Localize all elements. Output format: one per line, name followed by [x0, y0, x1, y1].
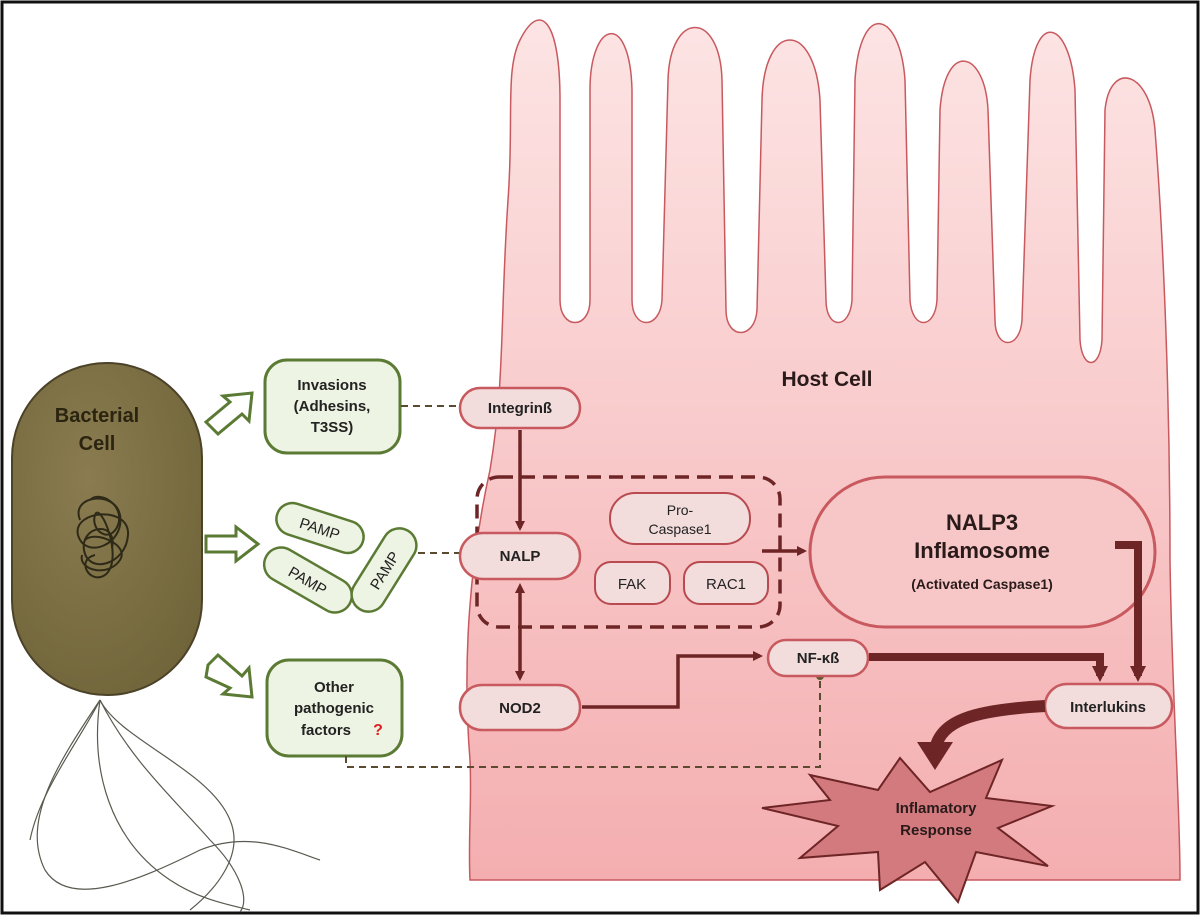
dna-tangle-icon — [76, 495, 130, 579]
invasions-label-2: (Adhesins, — [294, 398, 371, 415]
bacterial-cell-label-2: Cell — [79, 433, 116, 455]
rac1-label: RAC1 — [706, 576, 746, 593]
arrow-interleukins-to-response — [929, 700, 1046, 752]
invasions-label-3: T3SS) — [311, 419, 354, 436]
other-factors-label-3: factors — [301, 722, 351, 739]
other-factors-label-2: pathogenic — [294, 700, 374, 717]
nalp-label: NALP — [500, 548, 541, 565]
host-cell — [466, 19, 1181, 881]
question-mark: ? — [373, 722, 383, 739]
nfkb-node — [766, 638, 870, 678]
integrin-node — [458, 386, 582, 430]
arrow-to-pamp — [204, 523, 261, 565]
inflammatory-response-burst — [761, 756, 1056, 904]
arrow-to-other — [204, 652, 254, 699]
fak-label: FAK — [618, 576, 646, 593]
bacterial-cell-label-1: Bacterial — [55, 405, 140, 427]
arrow-nod2-to-nfkb — [582, 651, 763, 709]
invasions-label-1: Invasions — [297, 377, 366, 394]
pathway-arrows — [515, 430, 1146, 752]
invasions-box — [263, 358, 402, 455]
inflammasome-label-2: Inflamosome — [914, 538, 1050, 563]
procaspase-node — [609, 492, 751, 545]
other-factors-box — [265, 658, 404, 758]
inflammasome-node — [808, 475, 1157, 629]
nfkb-label: NF-κß — [797, 650, 840, 667]
response-label-2: Response — [900, 822, 972, 839]
arrow-to-invasions — [203, 391, 254, 437]
inflammasome-label-1: NALP3 — [946, 510, 1018, 535]
response-label-1: Inflamatory — [896, 800, 978, 817]
green-arrows — [203, 391, 261, 699]
fak-node — [594, 561, 671, 605]
arrow-inflammasome-to-interleukins — [1115, 541, 1146, 682]
arrow-head-response — [917, 742, 953, 770]
procaspase-label-1: Pro- — [667, 502, 694, 518]
other-factors-label-1: Other — [314, 679, 354, 696]
procaspase-label-2: Caspase1 — [648, 521, 711, 537]
nod2-label: NOD2 — [499, 700, 541, 717]
integrin-label: Integrinß — [488, 400, 552, 417]
inflammasome-label-3: (Activated Caspase1) — [911, 576, 1053, 592]
pamp-pill-1: PAMP — [275, 501, 365, 555]
arrow-nfkb-to-interleukins — [869, 653, 1108, 682]
interleukins-label: Interlukins — [1070, 699, 1146, 716]
dashed-connectors — [345, 405, 821, 768]
rac1-node — [683, 561, 769, 605]
flagella — [29, 699, 321, 913]
nalp-node — [458, 531, 582, 581]
host-cell-label: Host Cell — [781, 368, 872, 391]
nod2-node — [458, 683, 582, 732]
